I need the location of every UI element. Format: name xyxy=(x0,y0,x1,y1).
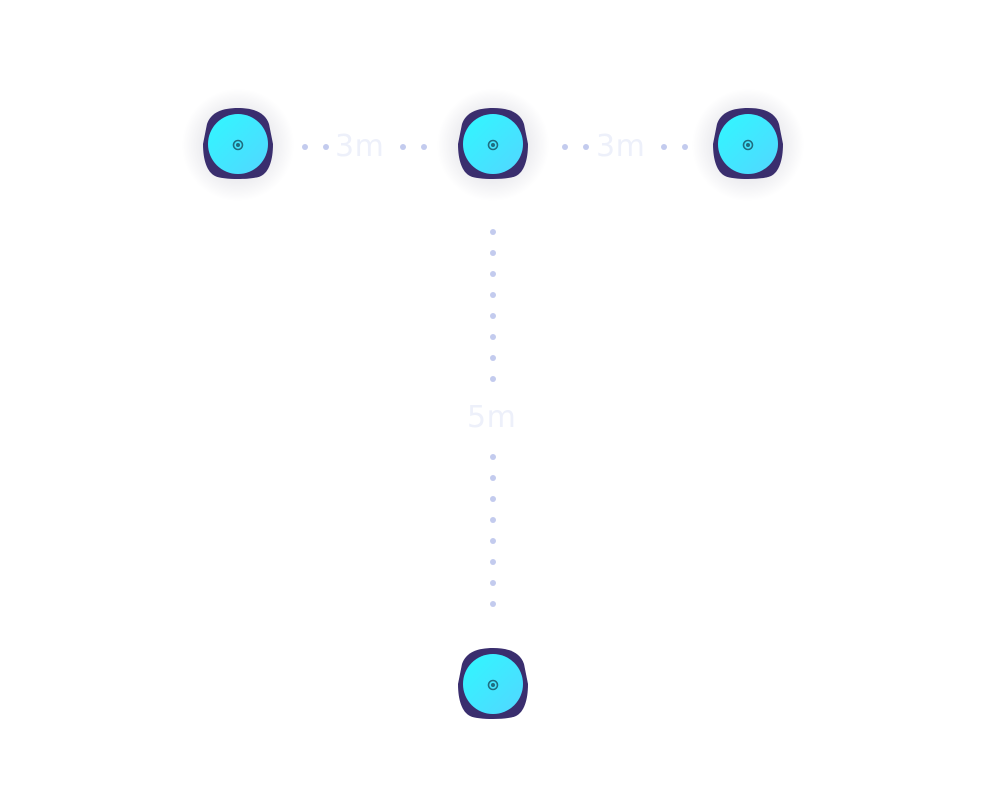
connector-dot xyxy=(490,538,496,544)
node-top-right xyxy=(691,88,805,202)
connector-dot xyxy=(490,355,496,361)
connector-dot xyxy=(490,475,496,481)
connector-dot xyxy=(490,250,496,256)
connector-dot xyxy=(490,292,496,298)
node-bottom xyxy=(458,648,528,720)
connector-dot xyxy=(490,517,496,523)
connector-dot xyxy=(490,454,496,460)
speaker-node-icon xyxy=(713,108,783,179)
node-top-left xyxy=(181,88,295,202)
connector-dot xyxy=(583,144,589,150)
connector-dot xyxy=(490,559,496,565)
speaker-node-icon xyxy=(458,648,528,719)
connector-dot xyxy=(490,334,496,340)
connector-dot xyxy=(302,144,308,150)
connector-dot xyxy=(490,229,496,235)
connector-dot xyxy=(323,144,329,150)
connector-dot xyxy=(661,144,667,150)
connector-dot xyxy=(490,601,496,607)
connector-dot xyxy=(490,496,496,502)
connector-dot xyxy=(490,271,496,277)
connector-dot xyxy=(490,376,496,382)
connector-dot xyxy=(421,144,427,150)
speaker-node-icon xyxy=(458,108,528,179)
connector-dot xyxy=(400,144,406,150)
connector-dot xyxy=(490,313,496,319)
spacing-label-vertical: 5m xyxy=(467,400,517,435)
spacing-label-right: 3m xyxy=(596,129,646,164)
speaker-node-icon xyxy=(203,108,273,179)
connector-dot xyxy=(490,580,496,586)
node-top-center xyxy=(436,88,550,202)
spacing-label-left: 3m xyxy=(335,129,385,164)
connector-dot xyxy=(562,144,568,150)
connector-dot xyxy=(682,144,688,150)
